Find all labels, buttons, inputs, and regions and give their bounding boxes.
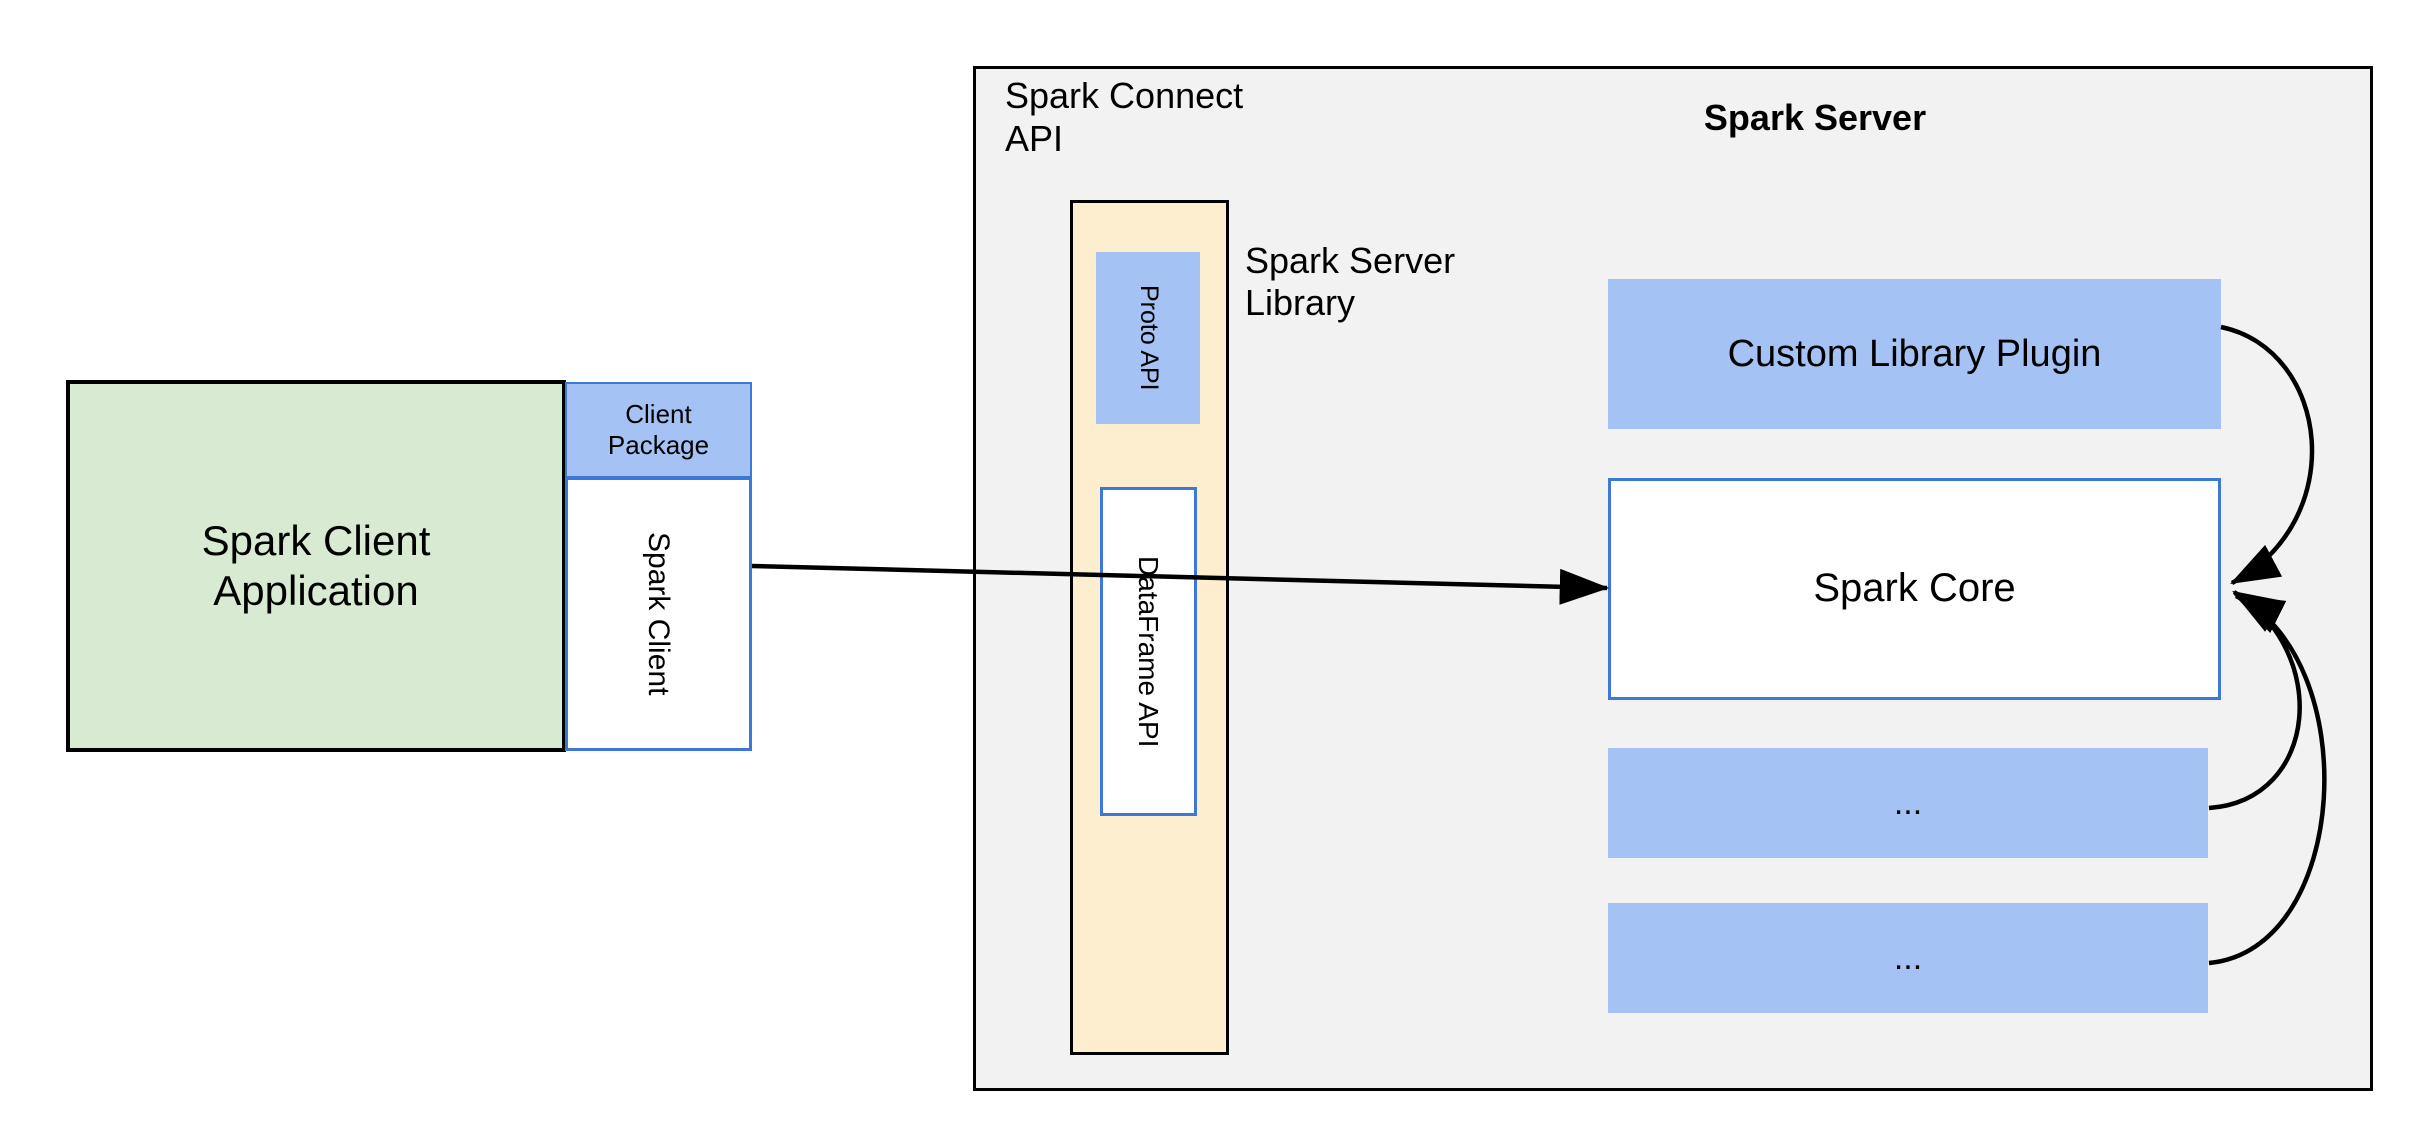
- dataframe-api-box: DataFrame API: [1100, 487, 1197, 816]
- custom-library-plugin-box: Custom Library Plugin: [1608, 279, 2221, 429]
- spark-core-box: Spark Core: [1608, 478, 2221, 700]
- spark-client-application-line-1: Spark Client: [201, 517, 431, 565]
- spark-server-title: Spark Server: [1703, 96, 1927, 138]
- ellipsis-row-2-box: ...: [1608, 903, 2208, 1013]
- spark-server-library-line-1: Spark Server: [1245, 240, 1456, 281]
- spark-server-library-label: Spark Server Library: [1245, 240, 1545, 332]
- proto-api-box: Proto API: [1096, 252, 1200, 424]
- spark-connect-api-line-2: API: [1005, 117, 1064, 159]
- spark-client-box: Spark Client: [565, 477, 752, 751]
- spark-connect-api-line-1: Spark Connect: [1005, 75, 1244, 117]
- client-package-box: Client Package: [565, 382, 752, 478]
- spark-client-application-line-2: Application: [213, 567, 419, 614]
- client-package-line-1: Client: [625, 399, 692, 430]
- spark-client-application-box: Spark Client Application: [66, 380, 566, 752]
- client-package-line-2: Package: [607, 430, 710, 460]
- spark-server-library-line-2: Library: [1245, 282, 1356, 324]
- spark-connect-api-label: Spark Connect API: [1005, 70, 1295, 165]
- ellipsis-row-1-box: ...: [1608, 748, 2208, 858]
